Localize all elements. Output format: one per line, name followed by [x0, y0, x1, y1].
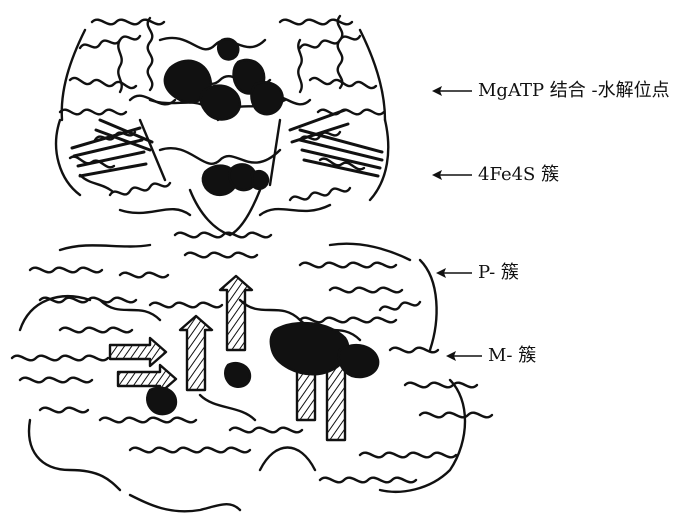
p-cluster-label: P- 簇	[478, 262, 519, 284]
mofe-protein	[12, 233, 492, 512]
left-arrow-icon	[446, 350, 482, 362]
left-arrow-icon	[436, 267, 472, 279]
callout-m-cluster: M- 簇	[446, 345, 536, 367]
mgatp-site-label: MgATP 结合 -水解位点	[478, 80, 670, 102]
left-arrow-icon	[432, 169, 472, 181]
4fe4s-cluster-label: 4Fe4S 簇	[478, 164, 559, 186]
fe-protein-dimer	[56, 16, 388, 235]
callout-p-cluster: P- 簇	[436, 262, 519, 284]
left-arrow-icon	[432, 85, 472, 97]
m-cluster-label: M- 簇	[488, 345, 536, 367]
callout-mgatp-site: MgATP 结合 -水解位点	[432, 80, 670, 102]
callout-4fe4s-cluster: 4Fe4S 簇	[432, 164, 559, 186]
